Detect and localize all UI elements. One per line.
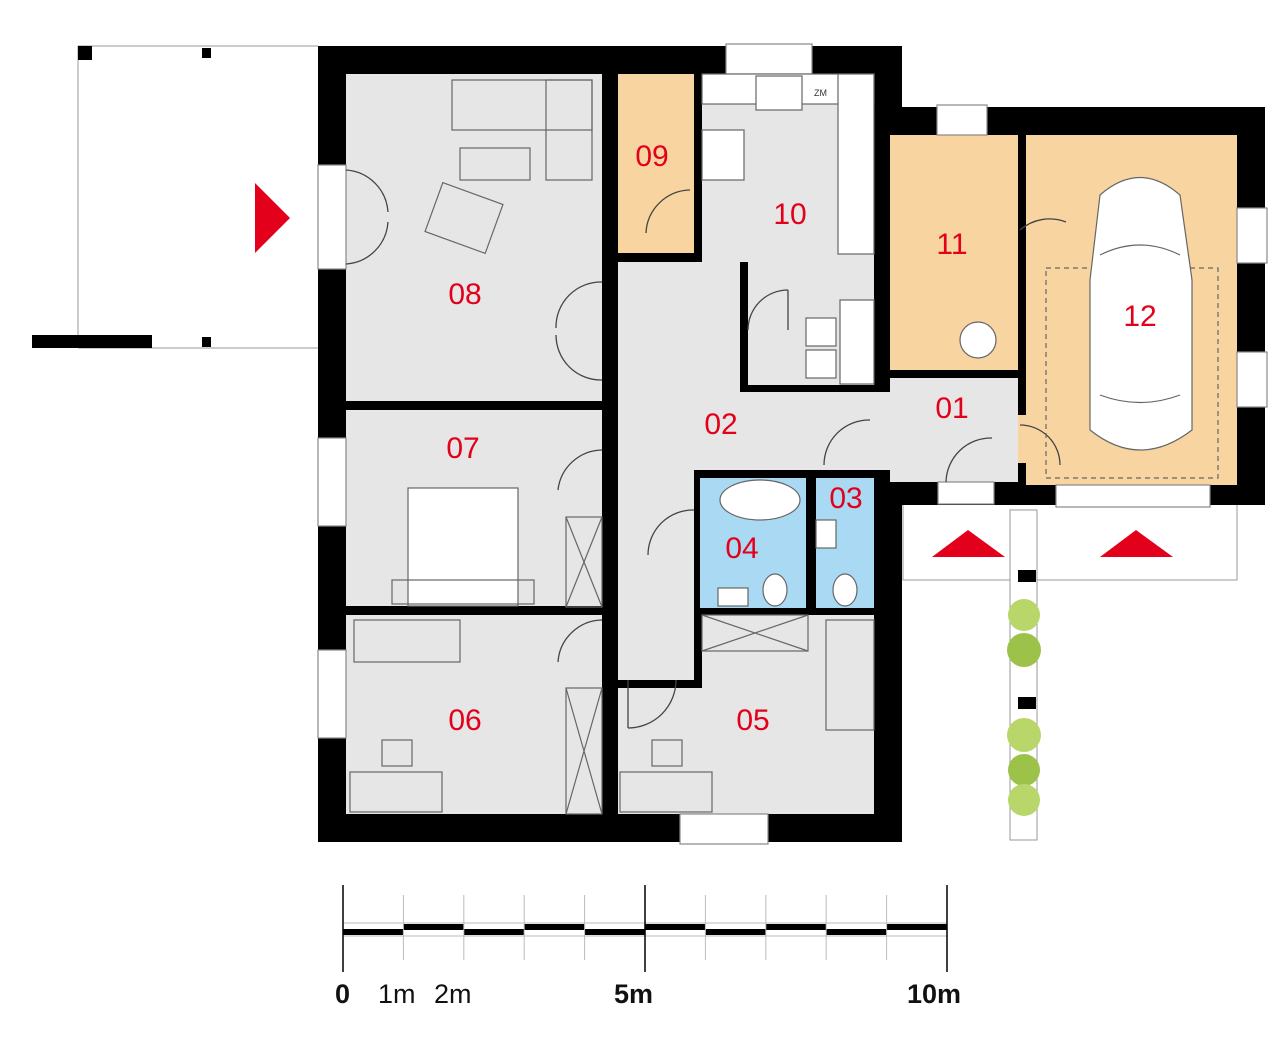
appliance-label: ZM [814,88,827,98]
room-01-floor [890,378,1018,482]
room-label-01: 01 [935,392,968,425]
window [1236,207,1268,264]
room-02-floor [618,262,874,680]
scale-bar [342,885,948,972]
scale-segment [765,924,827,930]
window [937,481,995,505]
door-frame [317,164,347,270]
scale-label-2m: 2m [434,979,472,1009]
room-label-03: 03 [829,482,862,515]
window [1055,484,1211,508]
room-label-12: 12 [1123,300,1156,333]
terrace [32,45,318,349]
room-label-11: 11 [936,228,967,261]
room-10-floor [702,74,874,385]
room-label-08: 08 [448,278,481,311]
plants [1007,509,1041,841]
room-label-05: 05 [736,704,769,737]
scale-segment [524,924,585,930]
room-08-floor [346,74,602,401]
window [317,649,347,739]
furniture [349,73,1219,815]
porch [902,505,1238,581]
room-label-07: 07 [446,432,479,465]
scale-segment [403,924,464,930]
scale-label-10m: 10m [907,979,961,1009]
room-label-06: 06 [448,704,481,737]
window [1236,351,1268,408]
window [317,437,347,527]
scale-segment [826,929,887,935]
room-label-04: 04 [725,532,758,565]
scale-label-0: 0 [335,979,350,1009]
room-label-02: 02 [704,408,737,441]
scale-label-5m: 5m [614,979,653,1009]
car-icon [1089,176,1193,451]
room-06-floor [346,615,602,814]
entrance-arrow-garage [1100,530,1173,557]
window [725,43,813,75]
scale-segment [886,924,947,930]
scale-segment [645,924,706,930]
room-labels: 01 02 03 04 05 06 07 08 09 10 11 12 [446,140,1156,737]
window [679,813,769,845]
room-label-10: 10 [773,198,806,231]
scale-segment [705,929,766,935]
window [936,104,988,136]
room-09-floor [618,74,694,253]
scale-segment [584,929,645,935]
scale-labels: 0 1m 2m 5m 10m [335,979,961,1009]
room-label-09: 09 [635,140,668,173]
entrance-arrow-terrace [255,183,290,253]
room-11-floor [890,135,1018,370]
entrance-arrow-main [932,530,1005,557]
scale-segment [343,929,404,935]
doors [345,169,1067,729]
scale-segment [463,929,525,935]
scale-label-1m: 1m [378,979,416,1009]
